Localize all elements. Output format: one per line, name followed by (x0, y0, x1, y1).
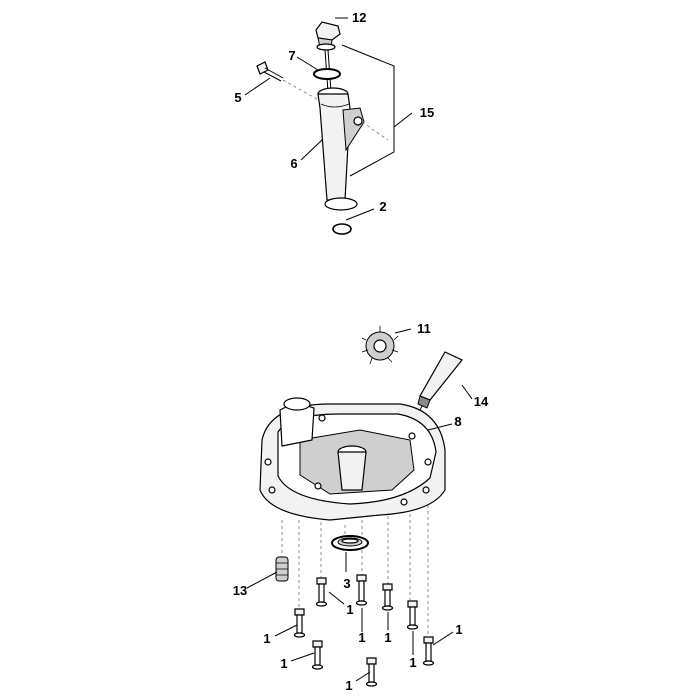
filler-tube-6[interactable] (317, 87, 389, 211)
o-ring-7[interactable] (313, 68, 341, 80)
callout-7: 7 (288, 48, 295, 63)
callout-1-a: 1 (346, 602, 353, 617)
callout-12: 12 (352, 10, 366, 25)
callout-1-f: 1 (455, 622, 462, 637)
screw-1-a[interactable] (315, 577, 328, 607)
callout-1-h: 1 (345, 678, 352, 693)
screw-1-g[interactable] (311, 640, 324, 670)
callout-2: 2 (379, 199, 386, 214)
o-ring-2[interactable] (332, 223, 352, 235)
leader-lines (244, 17, 473, 682)
callout-11: 11 (417, 321, 431, 336)
callout-15: 15 (420, 105, 434, 120)
screw-1-e[interactable] (293, 608, 306, 638)
callout-6: 6 (290, 156, 297, 171)
screw-1-b[interactable] (355, 574, 368, 606)
dipstick-cap-12[interactable] (315, 21, 341, 51)
screw-1-d[interactable] (406, 600, 419, 630)
screw-1-f[interactable] (422, 636, 435, 666)
callout-1-g: 1 (280, 656, 287, 671)
callout-14: 14 (474, 394, 489, 409)
screw-1-c[interactable] (381, 583, 394, 611)
callout-8: 8 (454, 414, 461, 429)
crankcase-cover-8[interactable] (259, 397, 446, 521)
callout-3: 3 (343, 576, 350, 591)
callout-1-e: 1 (263, 631, 270, 646)
sleeve-13[interactable] (275, 556, 289, 582)
screw-1-h[interactable] (365, 657, 378, 687)
alignment-lines (281, 505, 429, 640)
sealant-tube-14[interactable] (413, 351, 463, 423)
oil-seal-3[interactable] (331, 535, 369, 551)
gear-11[interactable] (361, 326, 399, 365)
screw-5[interactable] (256, 61, 341, 113)
callout-1-b: 1 (358, 630, 365, 645)
callout-1-c: 1 (384, 630, 391, 645)
callout-1-d: 1 (409, 655, 416, 670)
callout-5: 5 (234, 90, 241, 105)
callout-15-bracket (341, 44, 395, 177)
callout-13: 13 (233, 583, 247, 598)
